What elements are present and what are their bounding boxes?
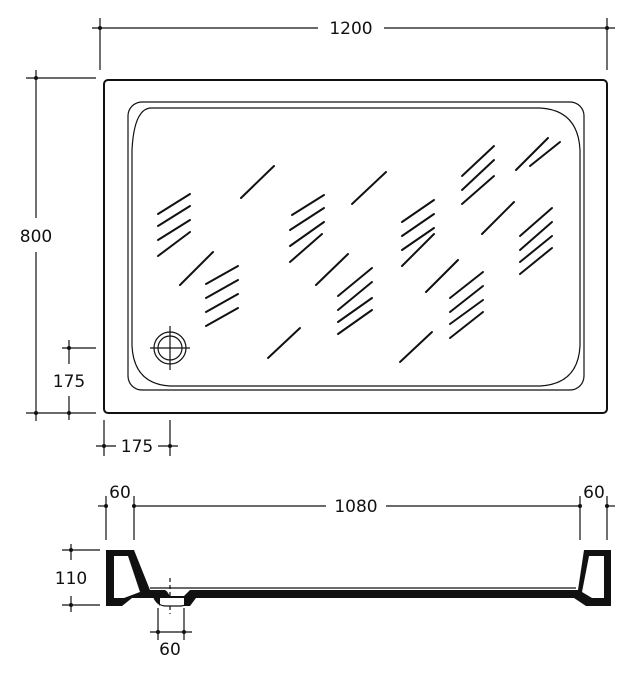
drain-diameter-label: 60 bbox=[159, 640, 181, 660]
drain-offset-front-dimension: 175 bbox=[53, 340, 96, 420]
section-view bbox=[106, 550, 611, 614]
inner-length-label: 1080 bbox=[334, 497, 377, 517]
height-label: 110 bbox=[55, 569, 87, 589]
section-height-dimension: 110 bbox=[55, 544, 100, 612]
drain-diameter-dimension: 60 bbox=[150, 608, 192, 660]
rim-left-label: 60 bbox=[109, 483, 131, 503]
depth-label: 800 bbox=[20, 227, 52, 247]
width-dimension: 1200 bbox=[92, 18, 615, 70]
drain-plan bbox=[150, 326, 190, 370]
drain-section bbox=[153, 578, 191, 614]
section-top-dimensions: 60 1080 60 bbox=[98, 483, 615, 540]
anti-slip-grooves bbox=[157, 137, 561, 363]
plan-view bbox=[103, 79, 608, 414]
width-label: 1200 bbox=[329, 19, 372, 39]
rim-right-label: 60 bbox=[583, 483, 605, 503]
drain-offset-side-label: 175 bbox=[121, 437, 153, 457]
drain-offset-side-dimension: 175 bbox=[96, 420, 178, 457]
drain-offset-front-label: 175 bbox=[53, 372, 85, 392]
depth-dimension: 800 bbox=[20, 70, 96, 421]
